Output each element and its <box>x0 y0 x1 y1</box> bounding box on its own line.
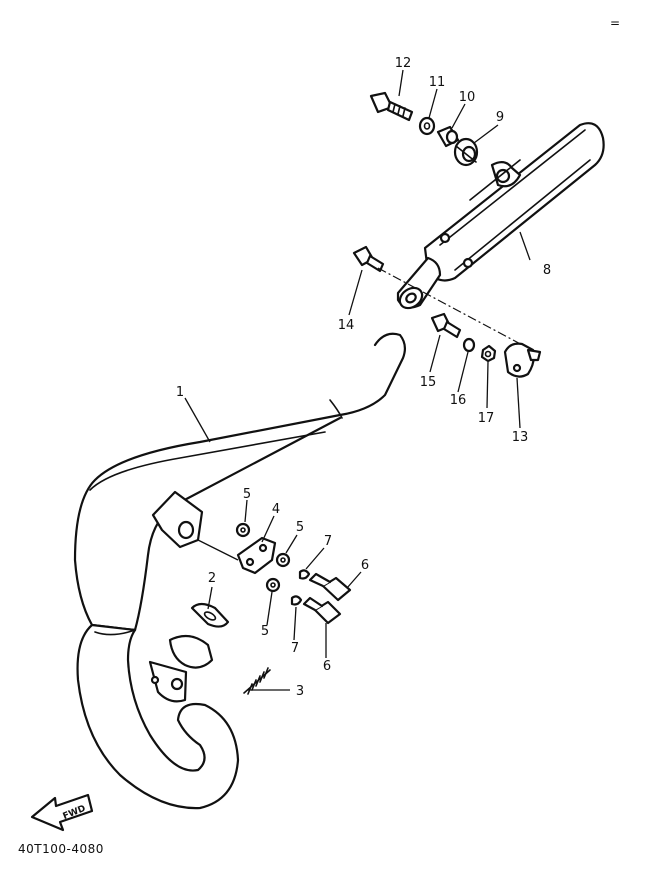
leader-lines <box>184 69 531 691</box>
callout-13: 13 <box>512 430 529 445</box>
callout-1: 1 <box>176 385 184 400</box>
callout-6-upper: 6 <box>361 558 369 573</box>
callout-10: 10 <box>459 90 476 105</box>
bracket-4 <box>236 536 277 575</box>
spring-washer-7-upper <box>298 569 311 580</box>
bolt-14 <box>352 245 385 273</box>
silencer <box>396 122 605 310</box>
callout-16: 16 <box>450 393 467 408</box>
callout-11: 11 <box>429 75 446 90</box>
callout-5-top: 5 <box>243 487 251 502</box>
callout-7-upper: 7 <box>324 534 332 549</box>
callout-5-bottom: 5 <box>261 624 269 639</box>
washer-11 <box>418 116 436 136</box>
stay-13 <box>503 342 542 378</box>
damper-5-bottom <box>265 577 281 593</box>
callout-14: 14 <box>338 318 355 333</box>
spring-3 <box>243 667 271 695</box>
callout-5-right: 5 <box>296 520 304 535</box>
callout-4: 4 <box>272 502 280 517</box>
callout-15: 15 <box>420 375 437 390</box>
callout-8: 8 <box>543 263 551 278</box>
bolt-6-lower <box>302 596 342 625</box>
callout-2: 2 <box>208 571 216 586</box>
callouts: 1 2 3 4 5 5 5 6 6 7 7 8 9 10 11 12 13 14… <box>176 56 551 699</box>
collar-10 <box>436 125 460 148</box>
callout-9: 9 <box>496 110 504 125</box>
damper-5-right <box>275 552 291 568</box>
callout-6-lower: 6 <box>323 659 331 674</box>
spring-washer-7-lower <box>290 595 303 606</box>
drawing-code: 40T100-4080 <box>18 842 104 856</box>
bolt-12 <box>369 91 414 122</box>
grommet-9 <box>453 137 479 167</box>
exhaust-pipe <box>73 332 407 810</box>
assembly-centerline <box>377 267 529 349</box>
callout-7-lower: 7 <box>291 641 299 656</box>
spring-washer-16 <box>462 337 476 353</box>
corner-mark: = <box>610 16 621 30</box>
nut-17 <box>480 344 497 363</box>
gasket-2 <box>190 602 230 628</box>
callout-17: 17 <box>478 411 495 426</box>
callout-12: 12 <box>395 56 412 71</box>
bolt-15 <box>430 312 462 339</box>
fwd-arrow: FWD <box>30 793 94 832</box>
damper-5-top <box>235 522 251 538</box>
callout-3: 3 <box>296 684 304 699</box>
bolt-6-upper <box>308 572 352 602</box>
